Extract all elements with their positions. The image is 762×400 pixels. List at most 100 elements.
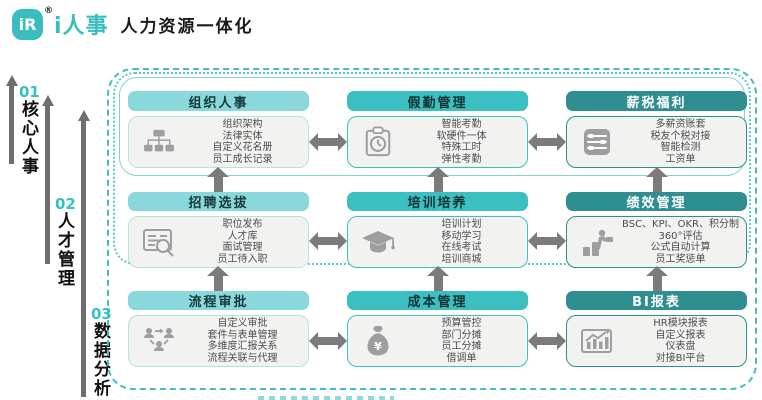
stage-label-core-hr: 01 核心人事 — [18, 83, 40, 176]
feature-item: 移动学习 — [441, 230, 482, 242]
feature-item: 套件与表单管理 — [207, 329, 278, 341]
module-title: BI报表 — [566, 291, 747, 310]
up-arrow-icon — [427, 167, 449, 192]
module-title: 流程审批 — [128, 291, 309, 310]
feature-item: 员工奖惩单 — [655, 253, 706, 265]
module-title: 假勤管理 — [347, 91, 528, 111]
feature-item: 流程关联与代理 — [207, 352, 278, 364]
clipped-caption-text — [258, 396, 394, 400]
workflow-people-icon — [137, 326, 181, 356]
double-arrow-icon — [528, 133, 566, 151]
page-title: 人力资源一体化 — [120, 16, 254, 37]
module-title: 培训培养 — [347, 192, 528, 211]
brand-header: iR ® i人事 人力资源一体化 — [12, 6, 254, 40]
stage-label-data: 03 数据分析 — [90, 305, 112, 398]
stage-number: 03 — [91, 305, 112, 323]
feature-item: 智能检测 — [660, 142, 701, 153]
module-feature-list: 组织架构法律实体自定义花名册员工成长记录 — [181, 119, 304, 165]
module-body: 职位发布人才库面试管理员工待入职 — [128, 216, 309, 268]
double-arrow-icon — [528, 232, 566, 250]
org-chart-icon — [137, 128, 181, 156]
stage-arrow-1 — [5, 75, 18, 164]
module-card: 培训培养培训计划移动学习在线考试培训商城 — [347, 192, 528, 268]
module-body: 组织架构法律实体自定义花名册员工成长记录 — [128, 116, 309, 168]
feature-item: 法律实体 — [222, 130, 263, 142]
module-feature-list: 自定义审批套件与表单管理多维度汇报关系流程关联与代理 — [181, 318, 304, 364]
registered-trademark: ® — [44, 6, 53, 16]
module-feature-list: 职位发布人才库面试管理员工待入职 — [181, 219, 304, 265]
feature-item: 对接BI平台 — [655, 352, 706, 364]
feature-item: 多薪资账套 — [655, 119, 706, 130]
stage-arrow-2 — [41, 95, 54, 264]
module-title: 组织人事 — [128, 91, 309, 111]
double-arrow-icon — [309, 332, 347, 350]
resume-search-icon — [137, 227, 181, 257]
double-arrow-icon — [528, 332, 566, 350]
feature-item: 借调单 — [446, 352, 477, 364]
stage-text: 数据分析 — [90, 322, 110, 398]
feature-item: 自定义审批 — [217, 318, 268, 329]
feature-item: 税友个税对接 — [650, 130, 711, 142]
feature-item: 培训计划 — [441, 219, 482, 230]
double-arrow-icon — [309, 232, 347, 250]
feature-item: 组织架构 — [222, 119, 263, 130]
feature-item: BSC、KPI、OKR、积分制 — [622, 219, 739, 230]
stage-arrow-3 — [77, 110, 90, 397]
feature-item: 员工成长记录 — [212, 153, 273, 165]
feature-item: 工资单 — [665, 153, 696, 165]
feature-item: 智能考勤 — [441, 119, 482, 130]
stage-text: 人才管理 — [54, 212, 74, 288]
feature-item: 弹性考勤 — [441, 153, 482, 165]
module-card: 招聘选拔职位发布人才库面试管理员工待入职 — [128, 192, 309, 268]
graduation-cap-icon — [356, 228, 400, 256]
module-feature-list: 培训计划移动学习在线考试培训商城 — [400, 219, 523, 265]
feature-item: 预算管控 — [441, 318, 482, 329]
feature-item: 仪表盘 — [665, 341, 696, 352]
module-title: 招聘选拔 — [128, 192, 309, 211]
module-card: 组织人事组织架构法律实体自定义花名册员工成长记录 — [128, 91, 309, 168]
module-body: 培训计划移动学习在线考试培训商城 — [347, 216, 528, 268]
up-arrow-icon — [646, 167, 668, 192]
module-title: 成本管理 — [347, 291, 528, 310]
feature-item: 面试管理 — [222, 242, 263, 253]
feature-item: 部门分摊 — [441, 329, 482, 341]
stage-text: 核心人事 — [18, 100, 38, 176]
up-arrow-icon — [646, 266, 668, 291]
attendance-clock-icon — [356, 126, 400, 158]
module-feature-list: 多薪资账套税友个税对接智能检测工资单 — [619, 119, 742, 165]
feature-item: 自定义花名册 — [212, 142, 273, 153]
feature-item: 员工待入职 — [217, 253, 268, 265]
feature-item: 人才库 — [227, 230, 258, 242]
stage-number: 02 — [55, 195, 76, 213]
money-bag-icon: ¥ — [356, 325, 400, 357]
up-arrow-icon — [427, 266, 449, 291]
stage-number: 01 — [19, 83, 40, 101]
module-body: 多薪资账套税友个税对接智能检测工资单 — [566, 116, 747, 168]
feature-item: 在线考试 — [441, 242, 482, 253]
feature-item: 特殊工时 — [441, 142, 482, 153]
feature-item: 职位发布 — [222, 219, 263, 230]
hr-logo-icon: iR — [12, 8, 43, 40]
brand-name: i人事 — [54, 14, 109, 39]
module-title: 薪税福利 — [566, 91, 747, 111]
svg-text:¥: ¥ — [374, 340, 382, 353]
module-card: 流程审批自定义审批套件与表单管理多维度汇报关系流程关联与代理 — [128, 291, 309, 367]
module-body: 自定义审批套件与表单管理多维度汇报关系流程关联与代理 — [128, 315, 309, 367]
module-title: 绩效管理 — [566, 192, 747, 211]
feature-item: 软硬件一体 — [436, 130, 487, 142]
module-card: 成本管理 ¥ 预算管控部门分摊员工分摊借调单 — [347, 291, 528, 367]
performance-icon — [575, 227, 619, 257]
feature-item: 公式自动计算 — [650, 242, 711, 253]
module-feature-list: HR模块报表自定义报表仪表盘对接BI平台 — [619, 318, 742, 364]
abacus-icon — [575, 128, 619, 156]
stage-label-talent: 02 人才管理 — [54, 195, 76, 288]
module-feature-list: 预算管控部门分摊员工分摊借调单 — [400, 318, 523, 364]
module-feature-list: 智能考勤软硬件一体特殊工时弹性考勤 — [400, 119, 523, 165]
module-grid: 组织人事组织架构法律实体自定义花名册员工成长记录 假勤管理智能考勤软硬件一体特殊工… — [128, 91, 748, 367]
feature-item: 360°评估 — [658, 230, 703, 242]
up-arrow-icon — [207, 167, 229, 192]
module-card: BI报表 HR模块报表自定义报表仪表盘对接BI平台 — [566, 291, 747, 367]
